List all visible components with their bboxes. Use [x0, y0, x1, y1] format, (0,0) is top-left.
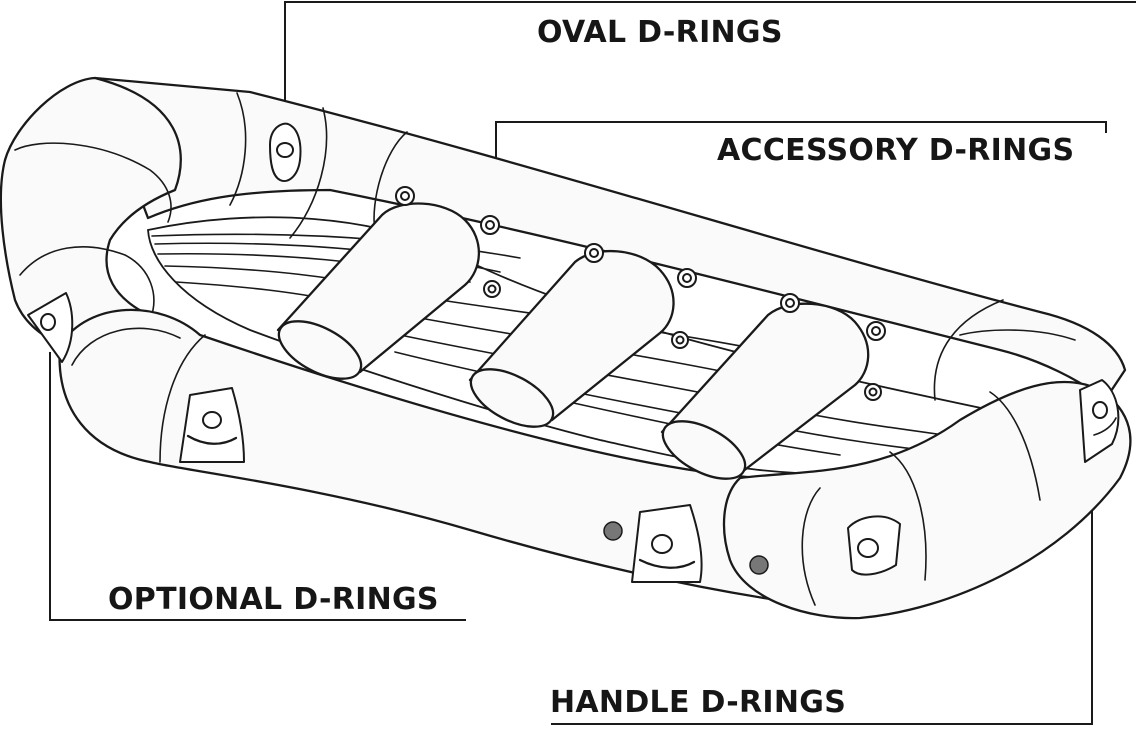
inflation-valve-icons: [603, 521, 769, 575]
oval-d-ring: [269, 122, 302, 182]
handle-d-rings-label: HANDLE D-RINGS: [550, 685, 846, 720]
thwart-1: [276, 202, 481, 380]
raft: [0, 76, 1132, 620]
accessory-d-rings-label: ACCESSORY D-RINGS: [717, 133, 1074, 168]
handle-d-rings-leader: [551, 442, 1093, 725]
oval-d-rings-label: OVAL D-RINGS: [537, 15, 783, 50]
optional-d-rings-leader: [49, 352, 466, 621]
right-end-tube: [722, 380, 1132, 620]
handle-d-ring-3: [847, 515, 901, 576]
optional-d-ring-right: [1079, 379, 1120, 463]
thwart-2: [468, 249, 675, 428]
accessory-d-rings: [395, 186, 886, 401]
oval-d-rings-leader: [284, 1, 1136, 122]
optional-d-rings-label: OPTIONAL D-RINGS: [108, 582, 439, 617]
handle-d-ring-2: [631, 504, 703, 583]
handle-d-ring-1: [179, 387, 245, 463]
far-side-tube: [93, 76, 1127, 402]
optional-d-ring-left: [27, 292, 74, 363]
